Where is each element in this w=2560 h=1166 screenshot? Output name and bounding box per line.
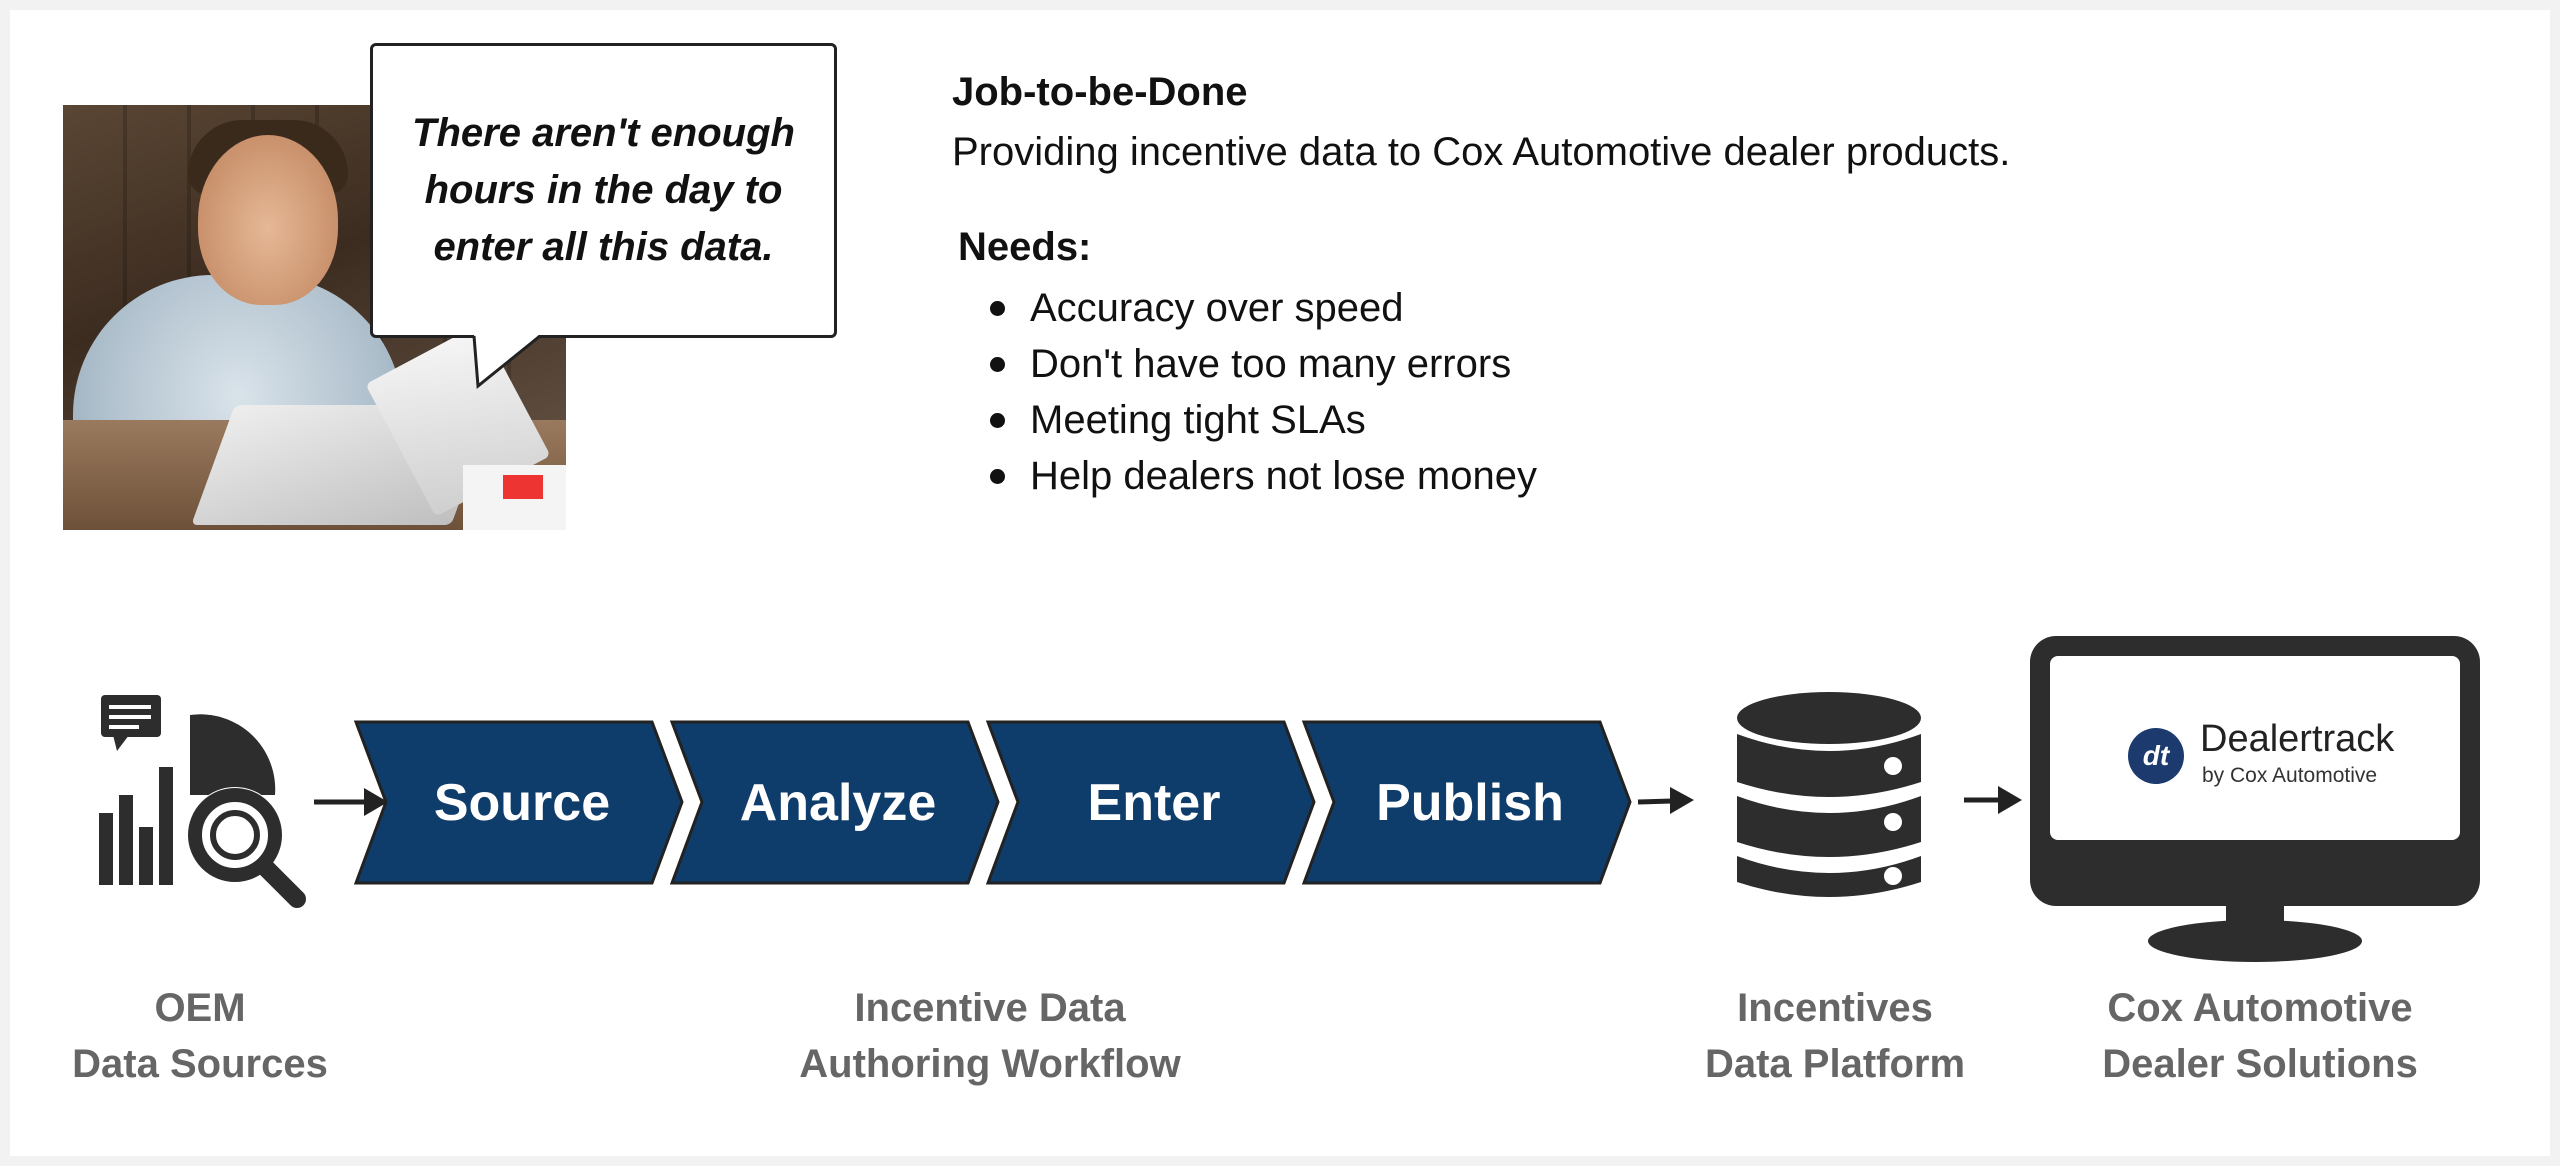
label-incentive-workflow: Incentive Data Authoring Workflow	[799, 986, 1181, 1086]
needs-item: Accuracy over speed	[990, 280, 1537, 336]
workflow-step-analyze: Analyze	[739, 773, 937, 832]
workflow-chevrons: Source Analyze Enter Publish	[352, 720, 1642, 885]
workflow-step-enter: Enter	[1087, 773, 1221, 832]
label-dealer-solutions: Cox Automotive Dealer Solutions	[2102, 986, 2418, 1086]
needs-item: Help dealers not lose money	[990, 448, 1537, 504]
bullet-icon	[990, 357, 1005, 372]
monitor-base	[2148, 920, 2362, 962]
arrow-right-icon	[1964, 786, 2022, 814]
label-incentives-platform: Incentives Data Platform	[1704, 986, 1966, 1086]
bullet-icon	[990, 413, 1005, 428]
speech-bubble-tail	[472, 334, 541, 389]
speech-bubble: There aren't enough hours in the day to …	[370, 43, 837, 338]
needs-item: Don't have too many errors	[990, 336, 1537, 392]
job-title: Job-to-be-Done	[952, 70, 1248, 114]
dealertrack-brand-sub: by Cox Automotive	[2202, 764, 2378, 787]
dealertrack-logo-icon: dt	[2128, 728, 2184, 784]
arrow-right-icon	[1637, 787, 1694, 814]
needs-item: Meeting tight SLAs	[990, 392, 1537, 448]
monitor-icon: dt Dealertrack by Cox Automotive	[2030, 636, 2480, 906]
monitor-screen: dt Dealertrack by Cox Automotive	[2050, 656, 2460, 840]
job-description: Providing incentive data to Cox Automoti…	[952, 130, 2011, 174]
workflow-step-source: Source	[433, 773, 611, 832]
needs-list: Accuracy over speed Don't have too many …	[990, 280, 1537, 504]
analytics-search-icon	[99, 695, 306, 908]
bullet-icon	[990, 469, 1005, 484]
database-icon	[1737, 692, 1921, 897]
dealertrack-brand-name: Dealertrack	[2200, 718, 2395, 760]
workflow-step-publish: Publish	[1376, 773, 1564, 832]
label-oem-data-sources: OEM Data Sources	[72, 986, 328, 1086]
arrow-right-icon	[314, 788, 388, 816]
needs-title: Needs:	[958, 225, 1092, 269]
bullet-icon	[990, 301, 1005, 316]
